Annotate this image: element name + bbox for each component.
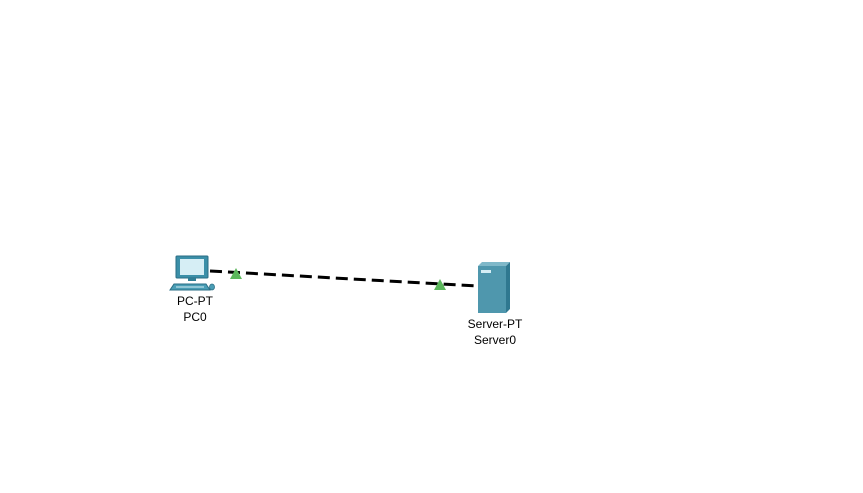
- network-link[interactable]: [209, 269, 478, 288]
- server-model-label: Server-PT: [467, 317, 523, 331]
- pc-label: PC-PT PC0: [164, 293, 226, 325]
- server-name-label: Server0: [473, 333, 517, 347]
- server-icon[interactable]: [478, 262, 510, 313]
- pc-icon[interactable]: [169, 255, 215, 291]
- link-status-up-icon: [230, 268, 242, 279]
- link-status-up-icon: [434, 279, 446, 290]
- server-label: Server-PT Server0: [460, 316, 530, 348]
- pc-model-label: PC-PT: [177, 294, 213, 308]
- pc-name-label: PC0: [183, 310, 207, 324]
